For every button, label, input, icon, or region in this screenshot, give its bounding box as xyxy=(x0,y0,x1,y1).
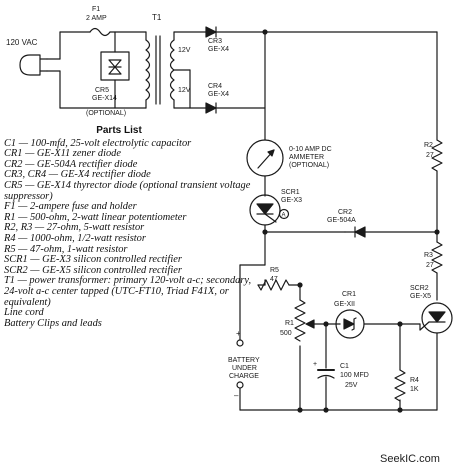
parts-item-cr2: CR2 — GE-504A rectifier diode xyxy=(4,158,138,170)
transformer-t1-icon xyxy=(145,31,175,109)
cr5-part-label: GE-X14 xyxy=(92,95,117,102)
parts-item-r2-r3: R2, R3 — 27-ohm, 5-watt resistor xyxy=(4,222,145,234)
node-a-label: A xyxy=(282,213,286,219)
junction-dot xyxy=(323,407,329,413)
cr3-label: CR3 xyxy=(208,38,222,45)
secondary-bottom-label: 12V xyxy=(178,87,191,94)
junction-dot xyxy=(297,282,303,288)
node-a-marker xyxy=(278,208,290,220)
r4-label: R4 xyxy=(410,377,419,384)
battery-label-3: CHARGE xyxy=(229,373,259,380)
parts-item-r5: R5 — 47-ohm, 1-watt resistor xyxy=(4,243,128,255)
scr2-part-label: GE-X5 xyxy=(410,293,431,300)
junction-dot xyxy=(262,229,268,235)
r3-value-label: 27 xyxy=(426,262,434,269)
r3-resistor-icon xyxy=(431,241,443,274)
cr5-label: CR5 xyxy=(95,87,109,94)
parts-item-r1: R1 — 500-ohm, 2-watt linear potentiomete… xyxy=(4,211,187,223)
cr2-diode-icon xyxy=(354,226,366,238)
battery-negative-terminal xyxy=(236,381,244,389)
r1-label: R1 xyxy=(285,320,294,327)
fuse-icon xyxy=(89,27,111,37)
cr5-thyrector-icon xyxy=(100,31,130,109)
junction-dot xyxy=(434,229,440,235)
r1-value-label: 500 xyxy=(280,330,292,337)
cr4-diode-icon xyxy=(205,102,217,114)
c1-value-label: 100 MFD xyxy=(340,372,369,379)
battery-plus-label: + xyxy=(236,329,241,338)
cr1-part-label: GE-XII xyxy=(334,301,355,308)
parts-list: Parts List C1 — 100-mfd, 25-volt electro… xyxy=(4,125,266,329)
scr1-label: SCR1 xyxy=(281,189,300,196)
junction-dot xyxy=(323,321,329,327)
r1-wiper-arrow-icon xyxy=(305,319,315,329)
r2-label: R2 xyxy=(424,142,433,149)
secondary-top-label: 12V xyxy=(178,47,191,54)
cr2-part-label: GE-504A xyxy=(327,217,356,224)
f1-label: F1 xyxy=(92,6,100,13)
scr2-label: SCR2 xyxy=(410,285,429,292)
parts-item-cr3-cr4: CR3, CR4 — GE-X4 rectifier diode xyxy=(4,169,151,181)
f1-rating-label: 2 AMP xyxy=(86,15,107,22)
battery-label-1: BATTERY xyxy=(228,357,260,364)
scr2-icon xyxy=(419,302,453,334)
t1-label: T1 xyxy=(152,13,162,22)
junction-dot xyxy=(297,407,303,413)
r5-value-label: 47 xyxy=(270,276,278,283)
c1-capacitor-icon xyxy=(317,369,335,379)
r2-value-label: 27 xyxy=(426,152,434,159)
r5-resistor-icon xyxy=(257,279,290,291)
parts-item-cr1: CR1 — GE-X11 zener diode xyxy=(4,148,121,160)
cr1-label: CR1 xyxy=(342,291,356,298)
junction-dot xyxy=(262,29,268,35)
r3-label: R3 xyxy=(424,252,433,259)
ammeter-optional-label: (OPTIONAL) xyxy=(289,162,329,169)
r4-value-label: 1K xyxy=(410,386,419,393)
junction-dot xyxy=(397,407,403,413)
battery-minus-label: – xyxy=(234,391,239,400)
battery-label-2: UNDER xyxy=(232,365,257,372)
cr3-diode-icon xyxy=(205,26,217,38)
c1-plus-label: + xyxy=(313,361,317,368)
ammeter-range-label: 0-10 AMP DC xyxy=(289,146,332,153)
r2-resistor-icon xyxy=(431,139,443,172)
cr2-label: CR2 xyxy=(338,209,352,216)
c1-label: C1 xyxy=(340,363,349,370)
cr4-label: CR4 xyxy=(208,83,222,90)
r5-label: R5 xyxy=(270,267,279,274)
ammeter-label: AMMETER xyxy=(289,154,324,161)
scr1-part-label: GE-X3 xyxy=(281,197,302,204)
battery-positive-terminal xyxy=(236,339,244,347)
parts-item-battery-clips: Battery Clips and leads xyxy=(4,317,102,329)
cr4-part-label: GE-X4 xyxy=(208,91,229,98)
parts-item-cr5: CR5 — GE-X14 thyrector diode (optional t… xyxy=(4,179,251,202)
parts-item-scr2: SCR2 — GE-X5 silicon controlled rectifie… xyxy=(4,264,182,276)
r1-potentiometer-icon xyxy=(294,299,306,342)
parts-item-c1: C1 — 100-mfd, 25-volt electrolytic capac… xyxy=(4,137,192,149)
parts-item-t1: T1 — power transformer: primary 120-volt… xyxy=(4,275,252,308)
ac-plug-icon xyxy=(19,54,48,76)
parts-list-heading: Parts List xyxy=(96,125,142,136)
cr5-optional-label: (OPTIONAL) xyxy=(86,110,126,117)
r4-resistor-icon xyxy=(394,369,406,402)
junction-dot xyxy=(397,321,403,327)
parts-item-line-cord: Line cord xyxy=(4,307,44,319)
vac-label: 120 VAC xyxy=(6,38,38,47)
parts-item-scr1: SCR1 — GE-X3 silicon controlled rectifie… xyxy=(4,254,182,266)
parts-item-r4: R4 — 1000-ohm, 1/2-watt resistor xyxy=(4,232,146,244)
watermark: SeekIC.com xyxy=(380,453,440,465)
c1-voltage-label: 25V xyxy=(345,382,358,389)
parts-item-f1: F1 — 2-ampere fuse and holder xyxy=(4,201,137,213)
cr3-part-label: GE-X4 xyxy=(208,46,229,53)
